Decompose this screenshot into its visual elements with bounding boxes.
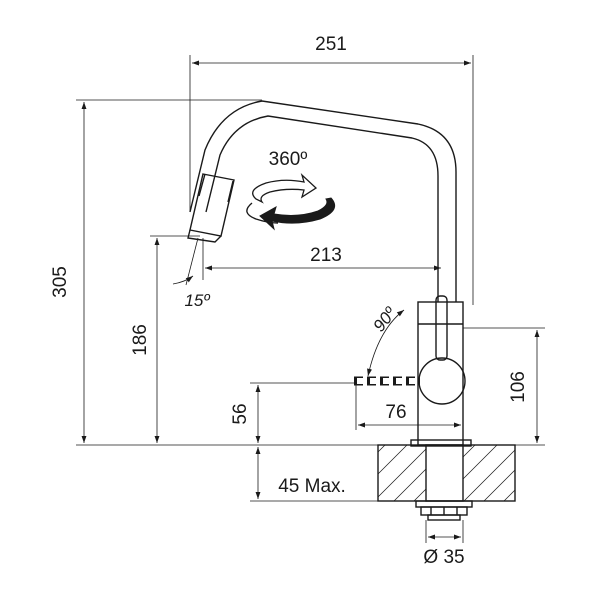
- dimension-lever-length: 76: [355, 383, 461, 430]
- body-height-label: 106: [508, 371, 529, 403]
- dimension-total-width: 251: [189, 34, 474, 305]
- angle-lever: 90º: [367, 303, 405, 377]
- dimension-spout-reach: 213: [202, 238, 441, 280]
- dimension-lever-height: 56: [230, 382, 356, 443]
- faucet-body: [354, 295, 466, 446]
- rotation-arrow-back-icon: [252, 172, 318, 204]
- total-width-label: 251: [315, 34, 347, 55]
- base-diameter-label: Ø 35: [423, 547, 464, 568]
- lever-stem: [435, 295, 448, 361]
- lever-height-label: 56: [230, 403, 251, 424]
- swivel-angle-label: 360º: [269, 149, 308, 170]
- lever-angle-label: 90º: [369, 303, 400, 335]
- spray-tilt-label: 15º: [184, 291, 210, 310]
- dimension-body-height: 106: [463, 327, 545, 446]
- angle-spray-tilt: 15º: [172, 237, 210, 310]
- deck-section: [377, 439, 516, 521]
- rotation-swivel: 360º: [246, 149, 336, 231]
- mounting-washer: [415, 500, 473, 508]
- dimension-spout-height: 186: [130, 235, 200, 443]
- lever-length-label: 76: [385, 402, 406, 423]
- rotation-arrow-front-icon: [259, 197, 336, 231]
- lever-knob: [418, 357, 466, 405]
- dimension-base-diameter: Ø 35: [423, 520, 465, 568]
- spray-head: [187, 173, 235, 243]
- spout: [187, 100, 457, 302]
- spout-reach-label: 213: [310, 245, 342, 266]
- spout-height-label: 186: [130, 324, 151, 356]
- mounting-shank: [425, 444, 464, 502]
- total-height-label: 305: [50, 266, 71, 298]
- dimension-deck-thickness: 45 Max.: [250, 447, 378, 502]
- dimension-total-height: 305: [50, 99, 378, 446]
- deck-thickness-label: 45 Max.: [278, 476, 346, 497]
